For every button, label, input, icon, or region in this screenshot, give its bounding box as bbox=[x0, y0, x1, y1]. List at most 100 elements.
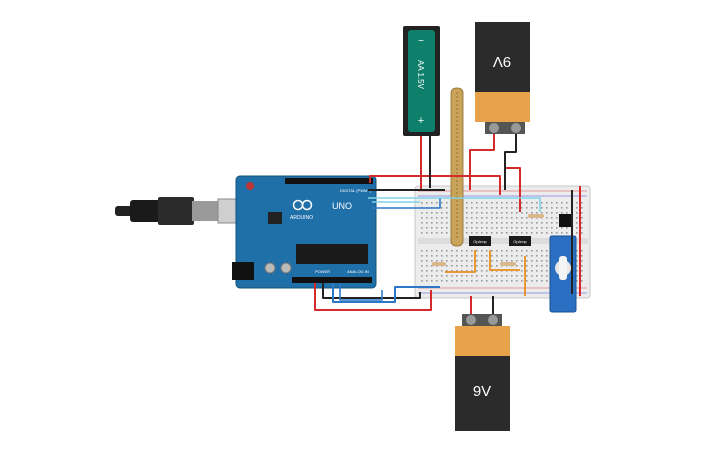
aa-battery[interactable]: − + AA 1.5V bbox=[403, 26, 440, 136]
breadboard-hole bbox=[496, 207, 498, 209]
servo-motor[interactable] bbox=[549, 235, 577, 313]
breadboard-hole bbox=[506, 222, 508, 224]
breadboard-hole bbox=[476, 232, 478, 234]
breadboard-hole bbox=[566, 232, 568, 234]
breadboard-hole bbox=[556, 232, 558, 234]
resistor[interactable] bbox=[500, 262, 516, 266]
breadboard-hole bbox=[486, 202, 488, 204]
battery-9v-bottom-label: 9V bbox=[473, 383, 491, 400]
breadboard-hole bbox=[531, 270, 533, 272]
breadboard-hole bbox=[521, 275, 523, 277]
breadboard-hole bbox=[506, 212, 508, 214]
breadboard-hole bbox=[456, 265, 458, 267]
breadboard-hole bbox=[546, 207, 548, 209]
breadboard-hole bbox=[506, 227, 508, 229]
breadboard-hole bbox=[471, 222, 473, 224]
breadboard-hole bbox=[426, 222, 428, 224]
breadboard-hole bbox=[421, 222, 423, 224]
breadboard-hole bbox=[576, 270, 578, 272]
breadboard-hole bbox=[471, 217, 473, 219]
op-amp-chip-1[interactable]: OpAmp bbox=[469, 236, 491, 246]
breadboard-hole bbox=[511, 280, 513, 282]
battery-9v-top[interactable]: 9V bbox=[475, 22, 530, 134]
breadboard-hole bbox=[436, 222, 438, 224]
breadboard-hole bbox=[491, 260, 493, 262]
breadboard-hole bbox=[446, 207, 448, 209]
breadboard-hole bbox=[566, 207, 568, 209]
arduino-uno-board[interactable]: ARDUINO UNO POWER ANALOG IN DIGITAL (PWM… bbox=[232, 175, 377, 289]
breadboard-hole bbox=[526, 265, 528, 267]
breadboard-hole bbox=[481, 270, 483, 272]
atmega-chip bbox=[296, 244, 368, 264]
breadboard-hole bbox=[441, 212, 443, 214]
breadboard-hole bbox=[461, 250, 463, 252]
breadboard-hole bbox=[501, 250, 503, 252]
breadboard-hole bbox=[506, 217, 508, 219]
breadboard-hole bbox=[521, 222, 523, 224]
breadboard-hole bbox=[546, 232, 548, 234]
breadboard-hole bbox=[551, 212, 553, 214]
breadboard-hole bbox=[421, 265, 423, 267]
breadboard-hole bbox=[521, 212, 523, 214]
breadboard-hole bbox=[481, 280, 483, 282]
breadboard-hole bbox=[486, 250, 488, 252]
breadboard-hole bbox=[446, 222, 448, 224]
breadboard-hole bbox=[516, 222, 518, 224]
breadboard-hole bbox=[511, 255, 513, 257]
breadboard-hole bbox=[516, 255, 518, 257]
breadboard-hole bbox=[476, 227, 478, 229]
breadboard-hole bbox=[486, 265, 488, 267]
breadboard-hole bbox=[446, 275, 448, 277]
breadboard-hole bbox=[536, 280, 538, 282]
op-amp-1-label: OpAmp bbox=[473, 239, 487, 244]
transistor[interactable] bbox=[559, 214, 571, 227]
breadboard-hole bbox=[431, 275, 433, 277]
breadboard-hole bbox=[476, 265, 478, 267]
breadboard-hole bbox=[496, 255, 498, 257]
resistor[interactable] bbox=[432, 262, 446, 266]
flex-sensor[interactable] bbox=[450, 87, 464, 247]
breadboard-hole bbox=[456, 260, 458, 262]
breadboard-hole bbox=[431, 222, 433, 224]
breadboard-hole bbox=[531, 212, 533, 214]
breadboard-hole bbox=[581, 270, 583, 272]
breadboard-hole bbox=[496, 275, 498, 277]
breadboard-hole bbox=[476, 202, 478, 204]
breadboard-hole bbox=[516, 260, 518, 262]
breadboard-hole bbox=[446, 202, 448, 204]
breadboard-hole bbox=[521, 227, 523, 229]
breadboard-hole bbox=[516, 265, 518, 267]
breadboard-hole bbox=[466, 250, 468, 252]
breadboard-hole bbox=[526, 270, 528, 272]
breadboard-hole bbox=[546, 212, 548, 214]
breadboard-hole bbox=[441, 270, 443, 272]
breadboard-hole bbox=[496, 250, 498, 252]
breadboard-hole bbox=[466, 260, 468, 262]
battery-9v-bottom[interactable]: 9V bbox=[455, 314, 510, 431]
breadboard-hole bbox=[511, 207, 513, 209]
breadboard-hole bbox=[491, 255, 493, 257]
breadboard-hole bbox=[501, 222, 503, 224]
breadboard-hole bbox=[461, 265, 463, 267]
breadboard-hole bbox=[491, 217, 493, 219]
breadboard-hole bbox=[481, 250, 483, 252]
breadboard-hole bbox=[576, 250, 578, 252]
breadboard-hole bbox=[486, 280, 488, 282]
breadboard-hole bbox=[581, 217, 583, 219]
breadboard-hole bbox=[441, 207, 443, 209]
breadboard-hole bbox=[446, 227, 448, 229]
breadboard-hole bbox=[581, 250, 583, 252]
breadboard-hole bbox=[421, 270, 423, 272]
breadboard-hole bbox=[516, 207, 518, 209]
op-amp-chip-2[interactable]: OpAmp bbox=[509, 236, 531, 246]
breadboard-hole bbox=[541, 255, 543, 257]
breadboard-hole bbox=[556, 212, 558, 214]
power-header-text: POWER bbox=[315, 269, 330, 274]
breadboard-hole bbox=[506, 260, 508, 262]
reset-button[interactable] bbox=[246, 182, 254, 190]
breadboard-hole bbox=[446, 232, 448, 234]
resistor[interactable] bbox=[528, 214, 544, 218]
breadboard-hole bbox=[551, 217, 553, 219]
breadboard-hole bbox=[521, 260, 523, 262]
breadboard-hole bbox=[421, 275, 423, 277]
